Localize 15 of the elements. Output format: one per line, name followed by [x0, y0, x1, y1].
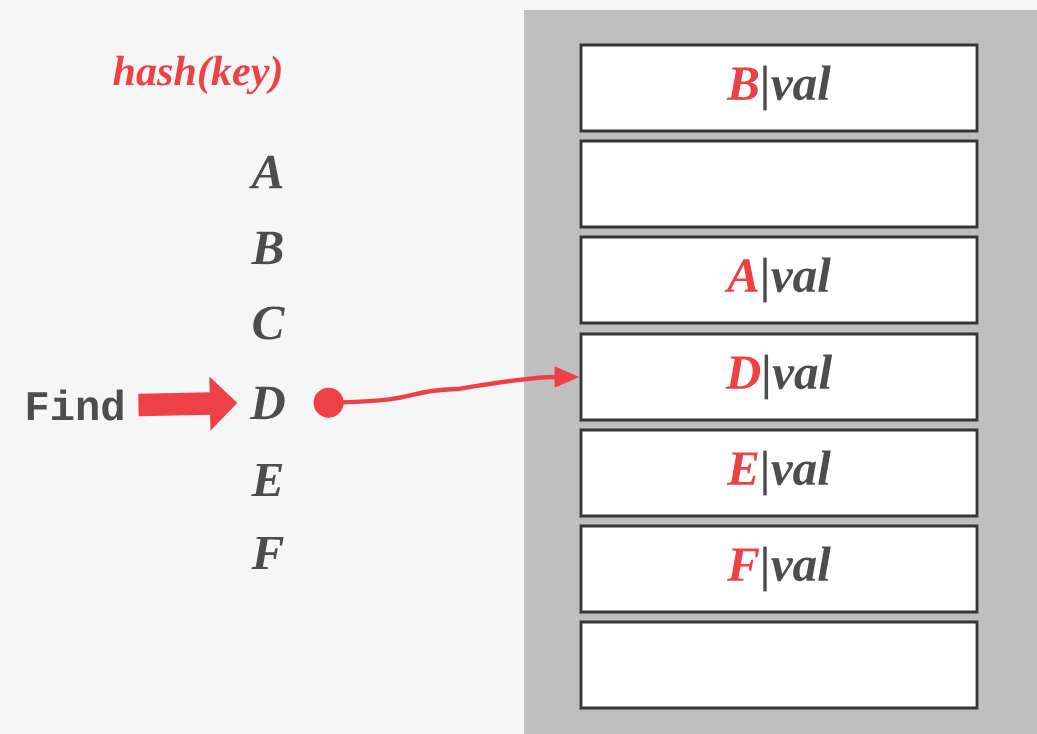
bucket-slot: A|val [579, 235, 979, 325]
bucket-slot [579, 620, 979, 710]
key-label: F [251, 536, 284, 570]
bucket-slot: F|val [579, 524, 979, 614]
key-label: A [249, 155, 283, 189]
key-label: C [253, 306, 285, 340]
key-label: D [249, 386, 285, 420]
bucket-slot: B|val [579, 43, 979, 133]
bucket-slot [579, 139, 979, 229]
bucket-slot: E|val [579, 428, 979, 518]
bucket-slot: D|val [579, 332, 979, 422]
key-label: E [251, 463, 283, 497]
find-label: Find [27, 389, 123, 421]
heading: hash(key) [113, 55, 281, 95]
key-label: B [251, 231, 283, 265]
